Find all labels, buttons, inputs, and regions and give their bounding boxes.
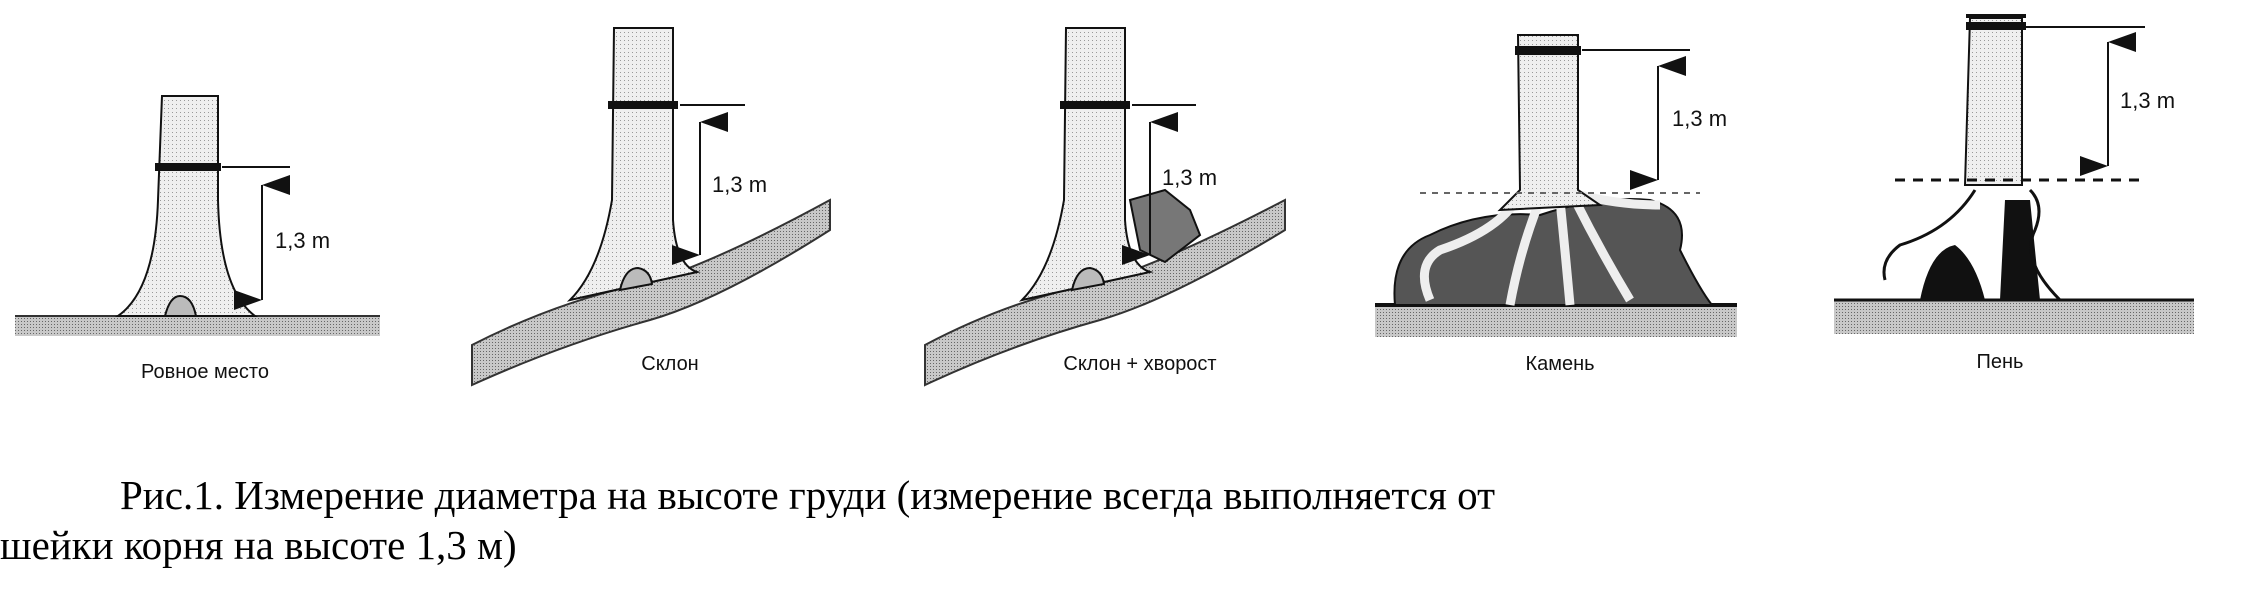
measure-bar bbox=[1966, 22, 2026, 30]
tree-trunk bbox=[1018, 27, 1154, 302]
caption-line-2: шейки корня на высоте 1,3 м) bbox=[0, 522, 517, 568]
caption-line-1: Рис.1. Измерение диаметра на высоте груд… bbox=[120, 472, 1496, 518]
panel-flat: 1,3 m Ровное место bbox=[15, 95, 380, 383]
panel-stone: 1,3 m Камень bbox=[1375, 34, 1737, 375]
panel-stump: 1,3 m Пень bbox=[1834, 14, 2194, 373]
tree-trunk bbox=[566, 27, 701, 302]
measure-bar bbox=[1515, 46, 1581, 55]
ground bbox=[15, 316, 380, 336]
measure-label: 1,3 m bbox=[1162, 165, 1217, 190]
tree-trunk bbox=[114, 95, 259, 317]
tree-trunk bbox=[1963, 17, 2023, 186]
ground bbox=[1375, 305, 1737, 337]
panel-slope-brushwood: 1,3 m Склон + хворост bbox=[924, 27, 1286, 387]
tree-trunk bbox=[1497, 34, 1604, 212]
panel-label: Склон bbox=[641, 353, 698, 375]
measure-label: 1,3 m bbox=[275, 228, 330, 253]
measure-label: 1,3 m bbox=[1672, 106, 1727, 131]
figure-caption: Рис.1. Измерение диаметра на высоте груд… bbox=[0, 470, 2240, 570]
measure-label: 1,3 m bbox=[2120, 88, 2175, 113]
panel-label: Камень bbox=[1525, 353, 1594, 375]
stump bbox=[1920, 200, 2040, 300]
measure-bar bbox=[1060, 101, 1130, 109]
measure-bar bbox=[155, 163, 221, 171]
panel-label: Пень bbox=[1977, 351, 2024, 373]
panel-label: Ровное место bbox=[141, 361, 269, 383]
measure-label: 1,3 m bbox=[712, 172, 767, 197]
measure-bar bbox=[608, 101, 678, 109]
panel-slope: 1,3 m Склон bbox=[471, 27, 831, 387]
roots bbox=[1882, 188, 2062, 302]
roots bbox=[1419, 190, 1661, 306]
ground bbox=[1834, 300, 2194, 334]
panel-label: Склон + хворост bbox=[1063, 353, 1216, 375]
